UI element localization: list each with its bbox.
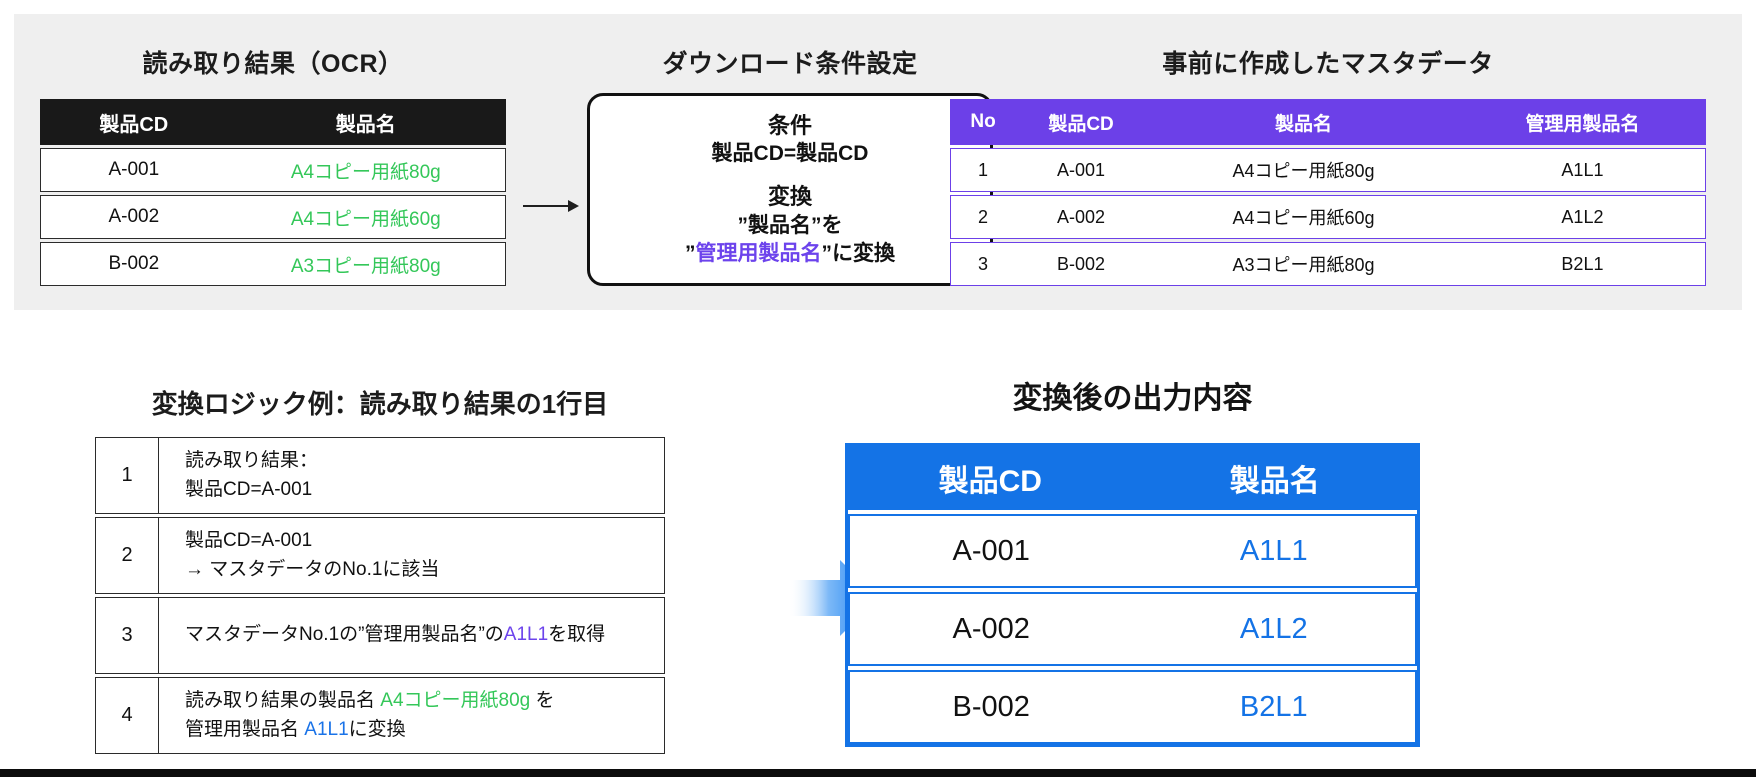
logic-step-number: 1: [96, 438, 159, 513]
master-header-product-name: 製品名: [1274, 113, 1332, 135]
ocr-header-product-cd: 製品CD: [99, 113, 169, 136]
table-row: 2 A-002 A4コピー用紙60g A1L2: [950, 195, 1706, 239]
ocr-cell-code: A-001: [108, 159, 160, 180]
logic-table-title: 変換ロジック例：読み取り結果の1行目: [151, 389, 609, 419]
master-cell-admin: B2L1: [1561, 253, 1604, 274]
arrow-ocr-to-condition-icon: [523, 200, 579, 212]
output-cell-admin-name: A1L2: [1239, 612, 1308, 645]
logic-step-text: 製品CD=A-001 → マスタデータのNo.1に該当: [159, 518, 664, 593]
logic-line: 製品CD=A-001: [185, 530, 313, 551]
master-cell-no: 2: [978, 206, 989, 227]
slide-bottom-bar: [0, 769, 1756, 777]
logic-text: 読み取り結果の製品名: [185, 690, 381, 711]
logic-line: マスタデータNo.1の”管理用製品名”のA1L1を取得: [185, 621, 654, 650]
logic-text: を取得: [548, 624, 606, 646]
table-row: 3 B-002 A3コピー用紙80g B2L1: [950, 242, 1706, 286]
logic-text: に変換: [348, 718, 406, 740]
ocr-cell-code: B-002: [108, 253, 160, 274]
convert-suffix: ”に変換: [821, 241, 896, 265]
condition-box-title: ダウンロード条件設定: [662, 50, 918, 78]
master-cell-name: A3コピー用紙80g: [1232, 255, 1375, 275]
ocr-cell-code: A-002: [108, 206, 160, 227]
master-header-no: No: [970, 111, 996, 132]
master-table-header-row: No 製品CD 製品名 管理用製品名: [950, 99, 1706, 145]
master-cell-no: 3: [978, 253, 989, 274]
master-cell-name: A4コピー用紙60g: [1232, 208, 1375, 228]
logic-step-number: 4: [96, 678, 159, 753]
ocr-table: 製品CD 製品名 A-001 A4コピー用紙80g A-002 A4コピー用紙6…: [40, 99, 506, 286]
admin-name-highlight: A1L1: [503, 624, 549, 646]
output-cell-code: A-001: [952, 534, 1030, 567]
condition-label: 条件: [767, 112, 812, 138]
table-row: 2 製品CD=A-001 → マスタデータのNo.1に該当: [95, 517, 665, 594]
ocr-header-product-name: 製品名: [335, 113, 396, 136]
master-header-admin-name: 管理用製品名: [1525, 113, 1640, 135]
table-row: B-002 A3コピー用紙80g: [40, 242, 506, 286]
ocr-table-title: 読み取り結果（OCR）: [142, 50, 404, 78]
table-row: 4 読み取り結果の製品名 A4コピー用紙80g を 管理用製品名 A1L1に変換: [95, 677, 665, 754]
logic-text: マスタデータNo.1の”管理用製品名”の: [185, 624, 504, 646]
master-cell-admin: A1L1: [1561, 159, 1604, 180]
convert-line2: ”管理用製品名”に変換: [685, 240, 895, 268]
master-cell-code: A-002: [1057, 206, 1106, 227]
output-cell-code: B-002: [952, 690, 1030, 723]
output-cell-admin-name: B2L1: [1239, 690, 1308, 723]
table-row: A-001 A4コピー用紙80g: [40, 148, 506, 192]
table-row: 3 マスタデータNo.1の”管理用製品名”のA1L1を取得: [95, 597, 665, 674]
table-row: A-001 A1L1: [848, 514, 1417, 588]
logic-line: 読み取り結果の製品名 A4コピー用紙80g を: [185, 687, 654, 716]
table-row: A-002 A1L2: [848, 592, 1417, 666]
output-table-title: 変換後の出力内容: [1012, 382, 1253, 415]
logic-step-number: 2: [96, 518, 159, 593]
output-header-product-cd: 製品CD: [938, 465, 1042, 498]
logic-line: 管理用製品名 A1L1に変換: [185, 716, 654, 745]
logic-line: 読み取り結果：: [185, 450, 319, 471]
output-header-product-name: 製品名: [1229, 465, 1320, 498]
condition-value: 製品CD=製品CD: [711, 142, 869, 166]
table-row: 1 A-001 A4コピー用紙80g A1L1: [950, 148, 1706, 192]
logic-step-number: 3: [96, 598, 159, 673]
logic-step-text: 読み取り結果の製品名 A4コピー用紙80g を 管理用製品名 A1L1に変換: [159, 678, 664, 753]
output-table-header-row: 製品CD 製品名: [848, 446, 1417, 510]
ocr-cell-name: A3コピー用紙80g: [290, 255, 441, 277]
logic-line: 製品CD=A-001: [185, 478, 313, 500]
master-cell-code: A-001: [1057, 159, 1106, 180]
condition-box: 条件 製品CD=製品CD 変換 ”製品名”を ”管理用製品名”に変換: [587, 93, 993, 286]
table-row: A-002 A4コピー用紙60g: [40, 195, 506, 239]
master-cell-code: B-002: [1057, 253, 1106, 274]
convert-label: 変換: [767, 183, 812, 209]
logic-text: 管理用製品名: [185, 718, 305, 740]
logic-table: 1 読み取り結果： 製品CD=A-001 2 製品CD=A-001 → マスタデ…: [95, 437, 665, 754]
master-cell-admin: A1L2: [1561, 206, 1604, 227]
master-table-title: 事前に作成したマスタデータ: [1162, 50, 1494, 78]
admin-name-highlight: A1L1: [304, 718, 349, 740]
master-cell-no: 1: [978, 159, 989, 180]
logic-line: → マスタデータのNo.1に該当: [185, 558, 440, 580]
ocr-table-header-row: 製品CD 製品名: [40, 99, 506, 145]
output-cell-code: A-002: [952, 612, 1030, 645]
logic-step-text: 読み取り結果： 製品CD=A-001: [159, 438, 664, 513]
table-row: 1 読み取り結果： 製品CD=A-001: [95, 437, 665, 514]
convert-target-highlight: 管理用製品名: [695, 241, 822, 265]
product-name-highlight: A4コピー用紙80g: [380, 690, 531, 711]
ocr-cell-name: A4コピー用紙60g: [290, 208, 441, 230]
table-row: B-002 B2L1: [848, 670, 1417, 744]
logic-step-text: マスタデータNo.1の”管理用製品名”のA1L1を取得: [159, 598, 664, 673]
logic-text: を: [530, 690, 555, 711]
ocr-cell-name: A4コピー用紙80g: [290, 161, 441, 183]
convert-line1: ”製品名”を: [737, 213, 843, 237]
quote-mark: ”: [685, 241, 696, 265]
output-cell-admin-name: A1L1: [1239, 534, 1308, 567]
master-table: No 製品CD 製品名 管理用製品名 1 A-001 A4コピー用紙80g A1…: [950, 99, 1706, 286]
master-cell-name: A4コピー用紙80g: [1232, 161, 1375, 181]
output-table: 製品CD 製品名 A-001 A1L1 A-002 A1L2 B-002 B2L…: [845, 443, 1420, 747]
master-header-product-cd: 製品CD: [1048, 113, 1114, 135]
